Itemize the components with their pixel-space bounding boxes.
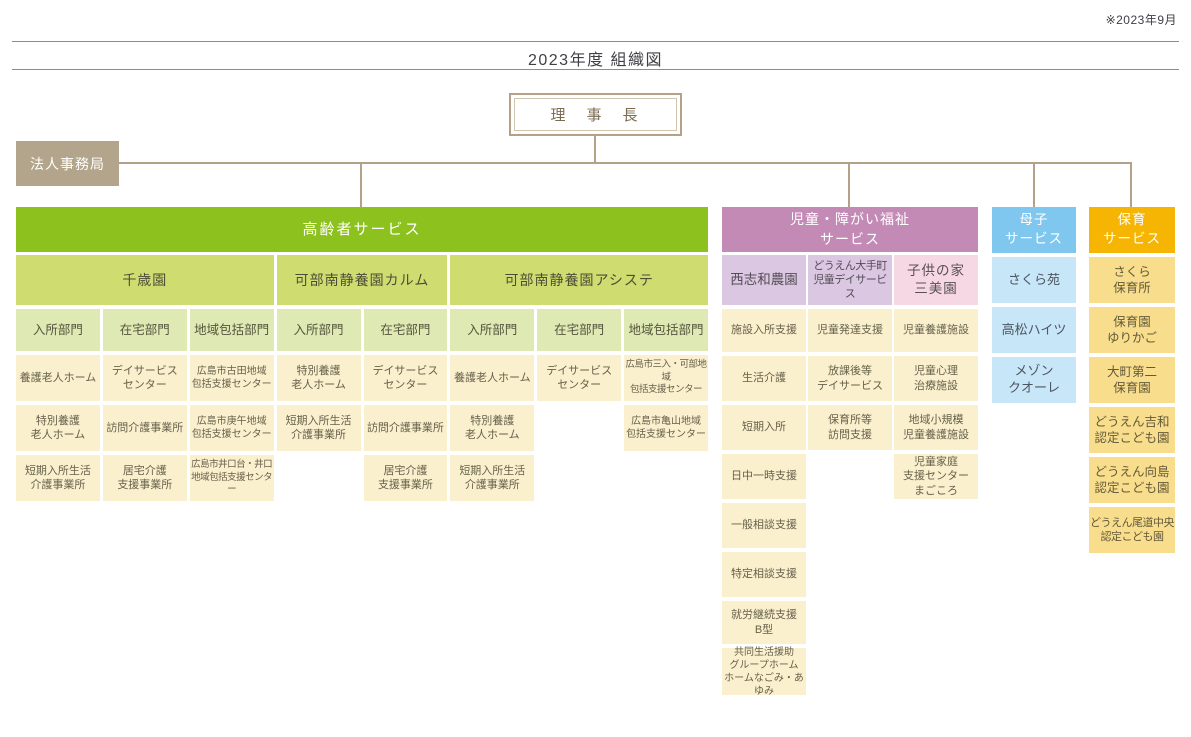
unit-cell: 日中一時支援 [722, 454, 806, 499]
connector-drop-child-welfare [848, 164, 850, 207]
dept-calme-zaitaku: 在宅部門 [363, 309, 448, 351]
facility-omachi-daini-hoikuen: 大町第二 保育園 [1089, 357, 1175, 403]
title-rule-bottom [12, 69, 1179, 70]
unit-cell: 特定相談支援 [722, 552, 806, 597]
dept-chitoseen-chiiki: 地域包括部門 [189, 309, 274, 351]
unit-cell: 広島市庚午地域 包括支援センター [189, 405, 274, 451]
child-welfare-grid: 西志和農園 どうえん大手町 児童デイサービス 子供の家 三美園 施設入所支援 生… [722, 255, 978, 697]
child-welfare-header: 児童・障がい福祉 サービス [722, 207, 978, 252]
dept-assiste-chiiki: 地域包括部門 [624, 309, 708, 351]
facility-douen-yoshiwa-kodomoen: どうえん吉和 認定こども園 [1089, 407, 1175, 453]
section-child-welfare-services: 児童・障がい福祉 サービス 西志和農園 どうえん大手町 児童デイサービス 子供の… [722, 207, 978, 697]
chairman-box: 理 事 長 [509, 93, 682, 136]
unit-cell: 居宅介護 支援事業所 [102, 455, 187, 501]
facility-kabe-minami-calme: 可部南静養園カルム [276, 255, 448, 305]
page-title: 2023年度 組織図 [527, 52, 664, 69]
unit-cell: 短期入所 [722, 405, 806, 450]
unit-cell: 特別養護 老人ホーム [450, 405, 535, 451]
facility-nishishiwa-nouen: 西志和農園 [722, 255, 806, 305]
unit-cell: 児童養護施設 [894, 309, 978, 352]
connector-chairman-drop [594, 136, 596, 162]
unit-cell: 養護老人ホーム [16, 355, 100, 401]
facility-sakuraen: さくら苑 [992, 257, 1076, 303]
facility-douen-mukaishima-kodomoen: どうえん向島 認定こども園 [1089, 457, 1175, 503]
facility-sakura-hoikusho: さくら 保育所 [1089, 257, 1175, 303]
facility-kodomonoie-sanbien: 子供の家 三美園 [894, 255, 978, 305]
section-mother-child-services: 母子 サービス さくら苑 高松ハイツ メゾン クオーレ [992, 207, 1076, 403]
facility-chitoseen: 千歳園 [16, 255, 274, 305]
facility-hoikuen-yurikago: 保育園 ゆりかご [1089, 307, 1175, 353]
facility-maison-cuore: メゾン クオーレ [992, 357, 1076, 403]
section-elderly-services: 高齢者サービス 千歳園 可部南静養園カルム 可部南静養園アシステ 入所部門 在宅… [16, 207, 708, 501]
unit-cell: デイサービス センター [537, 355, 622, 401]
unit-cell: 居宅介護 支援事業所 [363, 455, 448, 501]
unit-cell: 訪問介護事業所 [102, 405, 187, 451]
facility-kabe-minami-assiste: 可部南静養園アシステ [450, 255, 708, 305]
unit-cell: 特別養護 老人ホーム [16, 405, 100, 451]
dept-assiste-zaitaku: 在宅部門 [537, 309, 622, 351]
unit-cell: 施設入所支援 [722, 309, 806, 352]
unit-cell: 生活介護 [722, 356, 806, 401]
unit-cell: 児童心理 治療施設 [894, 356, 978, 401]
facility-douen-otemachi: どうえん大手町 児童デイサービス [808, 255, 892, 305]
connector-drop-elderly [360, 164, 362, 207]
unit-cell: 短期入所生活 介護事業所 [276, 405, 361, 451]
elderly-services-grid: 千歳園 可部南静養園カルム 可部南静養園アシステ 入所部門 在宅部門 地域包括部… [16, 255, 708, 501]
chairman-label: 理 事 長 [514, 98, 677, 131]
unit-cell: 広島市三入・可部地域 包括支援センター [624, 355, 708, 401]
section-childcare-services: 保育 サービス さくら 保育所 保育園 ゆりかご 大町第二 保育園 どうえん吉和… [1089, 207, 1175, 553]
unit-cell: 広島市亀山地域 包括支援センター [624, 405, 708, 451]
corporate-office-box: 法人事務局 [16, 141, 119, 186]
unit-cell: 特別養護 老人ホーム [276, 355, 361, 401]
unit-cell: 児童家庭 支援センター まごころ [894, 454, 978, 499]
elderly-services-header: 高齢者サービス [16, 207, 708, 252]
facility-douen-onomichi-chuo-kodomoen: どうえん尾道中央 認定こども園 [1089, 507, 1175, 553]
unit-cell: 訪問介護事業所 [363, 405, 448, 451]
dept-chitoseen-zaitaku: 在宅部門 [102, 309, 187, 351]
dept-chitoseen-nyusho: 入所部門 [16, 309, 100, 351]
unit-cell: 地域小規模 児童養護施設 [894, 405, 978, 450]
mother-child-header: 母子 サービス [992, 207, 1076, 253]
connector-drop-childcare [1130, 164, 1132, 207]
unit-cell: 一般相談支援 [722, 503, 806, 548]
unit-cell: 短期入所生活 介護事業所 [450, 455, 535, 501]
unit-cell: 就労継続支援 B型 [722, 601, 806, 644]
unit-cell: 広島市井口台・井口 地域包括支援センター [189, 455, 274, 501]
dept-calme-nyusho: 入所部門 [276, 309, 361, 351]
childcare-header: 保育 サービス [1089, 207, 1175, 253]
facility-takamatsu-heights: 高松ハイツ [992, 307, 1076, 353]
connector-horizontal [119, 162, 1132, 164]
connector-drop-mother-child [1033, 164, 1035, 207]
unit-cell: デイサービス センター [102, 355, 187, 401]
unit-cell: 保育所等 訪問支援 [808, 405, 892, 450]
date-note: ※2023年9月 [1105, 13, 1177, 27]
unit-cell: 児童発達支援 [808, 309, 892, 352]
unit-cell: 短期入所生活 介護事業所 [16, 455, 100, 501]
unit-cell: 養護老人ホーム [450, 355, 535, 401]
unit-cell: デイサービス センター [363, 355, 448, 401]
dept-assiste-nyusho: 入所部門 [450, 309, 535, 351]
unit-cell: 共同生活援助 グループホーム ホームなごみ・あゆみ [722, 647, 806, 697]
unit-cell: 広島市古田地域 包括支援センター [189, 355, 274, 401]
title-rule-top [12, 41, 1179, 42]
unit-cell: 放課後等 デイサービス [808, 356, 892, 401]
